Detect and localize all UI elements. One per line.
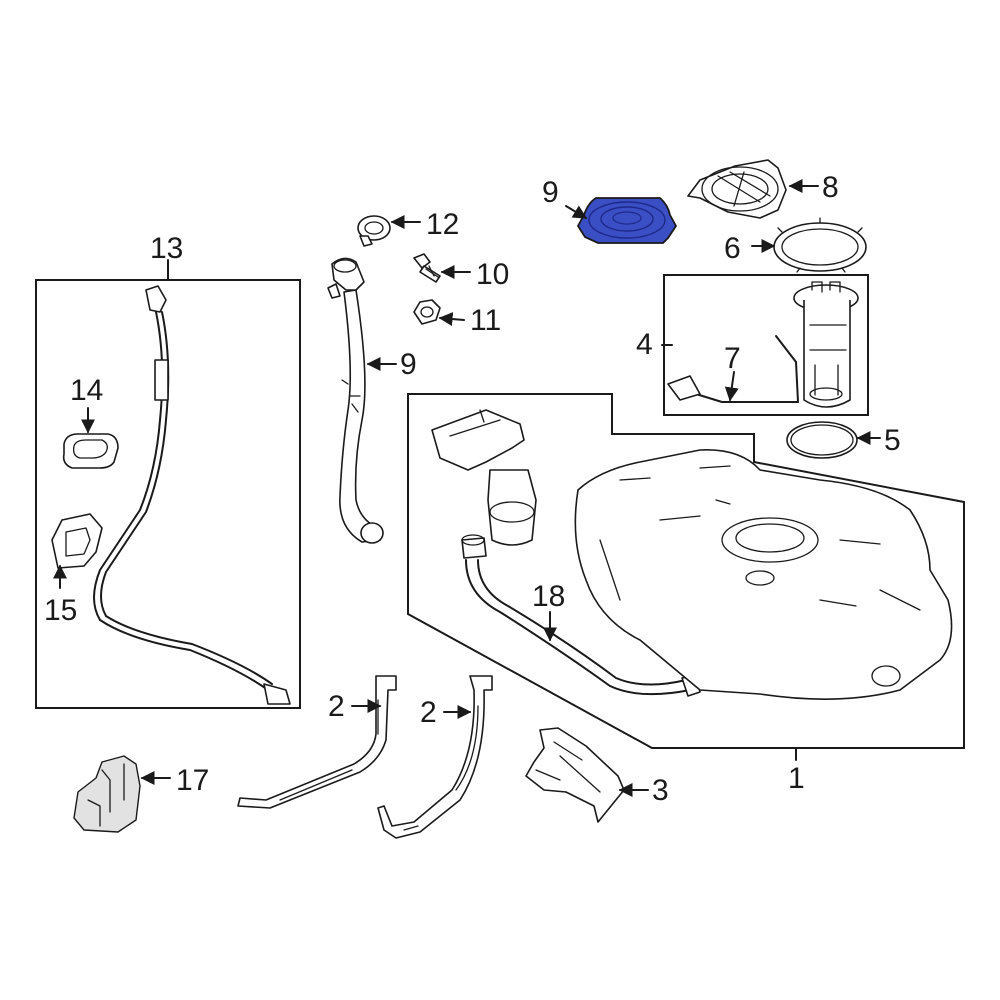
part-11-bolt[interactable] (413, 253, 441, 283)
callout-18: 18 (532, 580, 565, 613)
leader-lines (53, 179, 881, 797)
part-6-seal-ring[interactable] (773, 217, 867, 273)
callout-17: 17 (176, 764, 209, 797)
callout-12: 11 (470, 304, 501, 337)
callout-3: 3 (652, 774, 669, 807)
vapor-hose-group-frame (35, 279, 301, 709)
callout-9: 9 (542, 176, 559, 209)
callout-5: 5 (884, 424, 901, 457)
callout-2b: 2 (420, 696, 437, 729)
part-16-seal[interactable] (51, 513, 103, 569)
part-4-fuel-pump-module[interactable] (667, 281, 859, 408)
part-10-filler-pipe[interactable] (327, 257, 384, 544)
callout-labels: 9 8 6 12 10 11 9 13 14 15 4 7 5 18 17 2 … (44, 171, 901, 807)
callout-13: 12 (426, 208, 459, 241)
callout-1: 1 (788, 762, 805, 795)
part-3-heat-shield[interactable] (525, 727, 625, 823)
part-13-hose-clamp[interactable] (357, 215, 391, 247)
callout-2a: 2 (328, 690, 345, 723)
part-5-o-ring[interactable] (786, 421, 858, 459)
part-9-gasket-highlighted[interactable] (576, 197, 678, 244)
callout-16: 15 (44, 594, 77, 627)
callout-8: 8 (822, 171, 839, 204)
part-15-grommet[interactable] (62, 433, 119, 469)
part-17-bracket[interactable] (73, 755, 141, 833)
callout-6: 6 (724, 232, 741, 265)
callout-14: 13 (150, 232, 183, 265)
callout-4: 4 (636, 328, 653, 361)
part-2-tank-strap-right[interactable] (377, 675, 493, 839)
fuel-tank-group-frame (407, 393, 965, 749)
part-8-lock-ring[interactable] (687, 159, 787, 219)
part-12-nut[interactable] (413, 299, 441, 325)
callout-10: 9 (400, 348, 417, 381)
callout-7: 7 (724, 342, 741, 375)
part-18-fuel-hose[interactable] (461, 534, 701, 697)
callout-15: 14 (70, 374, 103, 407)
part-2-tank-strap-left[interactable] (237, 675, 397, 809)
part-1-fuel-tank[interactable] (431, 409, 953, 700)
callout-11: 10 (476, 258, 509, 291)
part-14-vapor-hose[interactable] (93, 285, 291, 705)
